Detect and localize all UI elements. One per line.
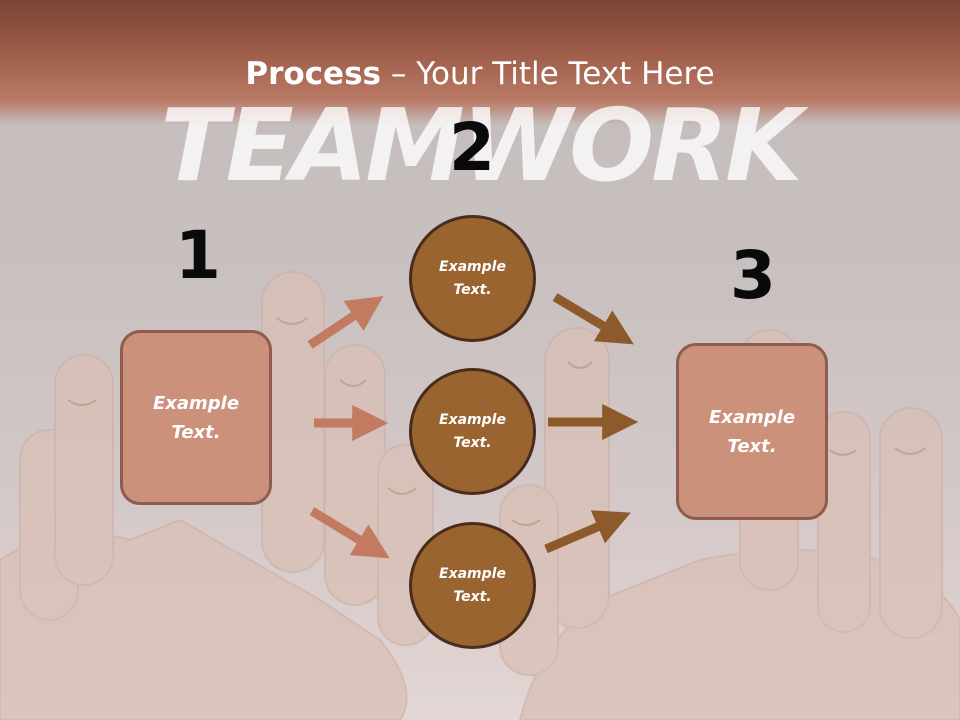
step-number-2: 2 (449, 109, 495, 186)
circle-top: Example Text. (409, 215, 536, 342)
left-text-box: Example Text. (120, 330, 272, 505)
arrow-icon (544, 510, 631, 554)
arrow-icon (552, 293, 634, 345)
circle-middle-text: Example Text. (439, 411, 506, 451)
circle-bottom: Example Text. (409, 522, 536, 649)
right-text-box: Example Text. (676, 343, 828, 520)
arrow-icon (307, 296, 384, 349)
left-box-text: Example Text. (152, 392, 240, 443)
title-bold-part: Process (245, 56, 381, 92)
circle-middle: Example Text. (409, 368, 536, 495)
step-number-3: 3 (730, 237, 776, 314)
title-rest-part: – Your Title Text Here (381, 56, 715, 92)
arrow-icon (309, 507, 390, 559)
slide-title: Process – Your Title Text Here (0, 52, 960, 96)
circle-top-text: Example Text. (439, 258, 506, 298)
right-box-text: Example Text. (708, 406, 796, 457)
header-band (0, 0, 960, 125)
step-number-1: 1 (175, 217, 221, 294)
teamwork-watermark: TEAMWORK (160, 87, 802, 204)
circle-bottom-text: Example Text. (439, 565, 506, 605)
